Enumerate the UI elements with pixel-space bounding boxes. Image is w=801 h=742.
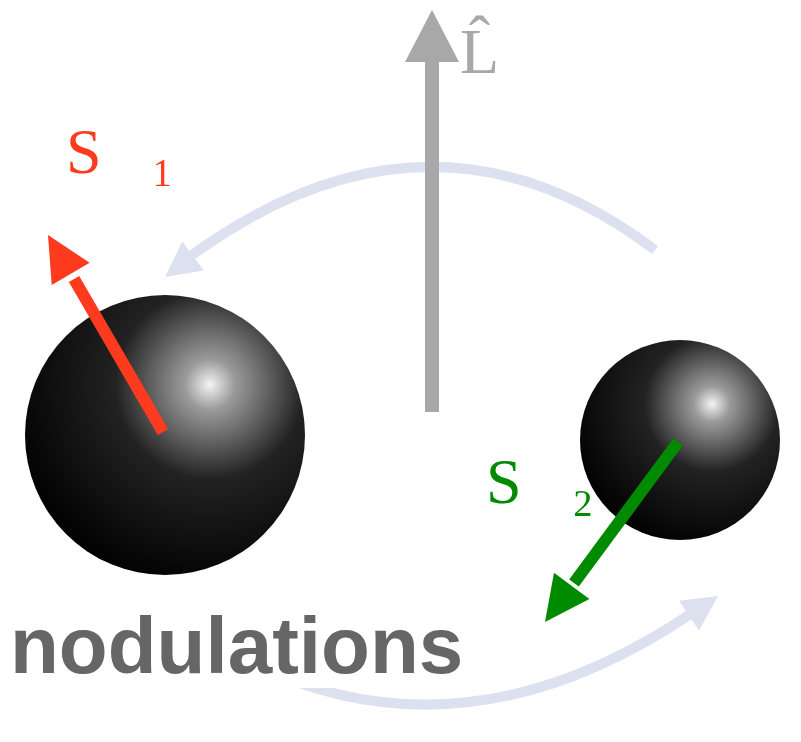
spin-arrow-1 <box>48 235 163 432</box>
arrowhead <box>405 10 459 62</box>
arrow-shaft <box>74 279 163 432</box>
black-hole-sphere <box>580 340 780 540</box>
arrowhead <box>545 573 589 622</box>
orbit-arrowhead <box>679 596 718 631</box>
orbit-arrowhead <box>165 242 204 278</box>
angular-momentum-label: L̂ <box>456 18 503 86</box>
spin-label: S⃗₁ <box>62 118 178 186</box>
arrowhead <box>48 235 90 285</box>
black-hole-sphere <box>25 295 305 575</box>
heading-text: nodulations <box>6 604 467 688</box>
angular-momentum-arrow <box>405 10 459 412</box>
orbit-arc <box>188 167 655 258</box>
spin-label: S⃗₂ <box>482 448 598 516</box>
arrow-shaft <box>425 58 439 412</box>
